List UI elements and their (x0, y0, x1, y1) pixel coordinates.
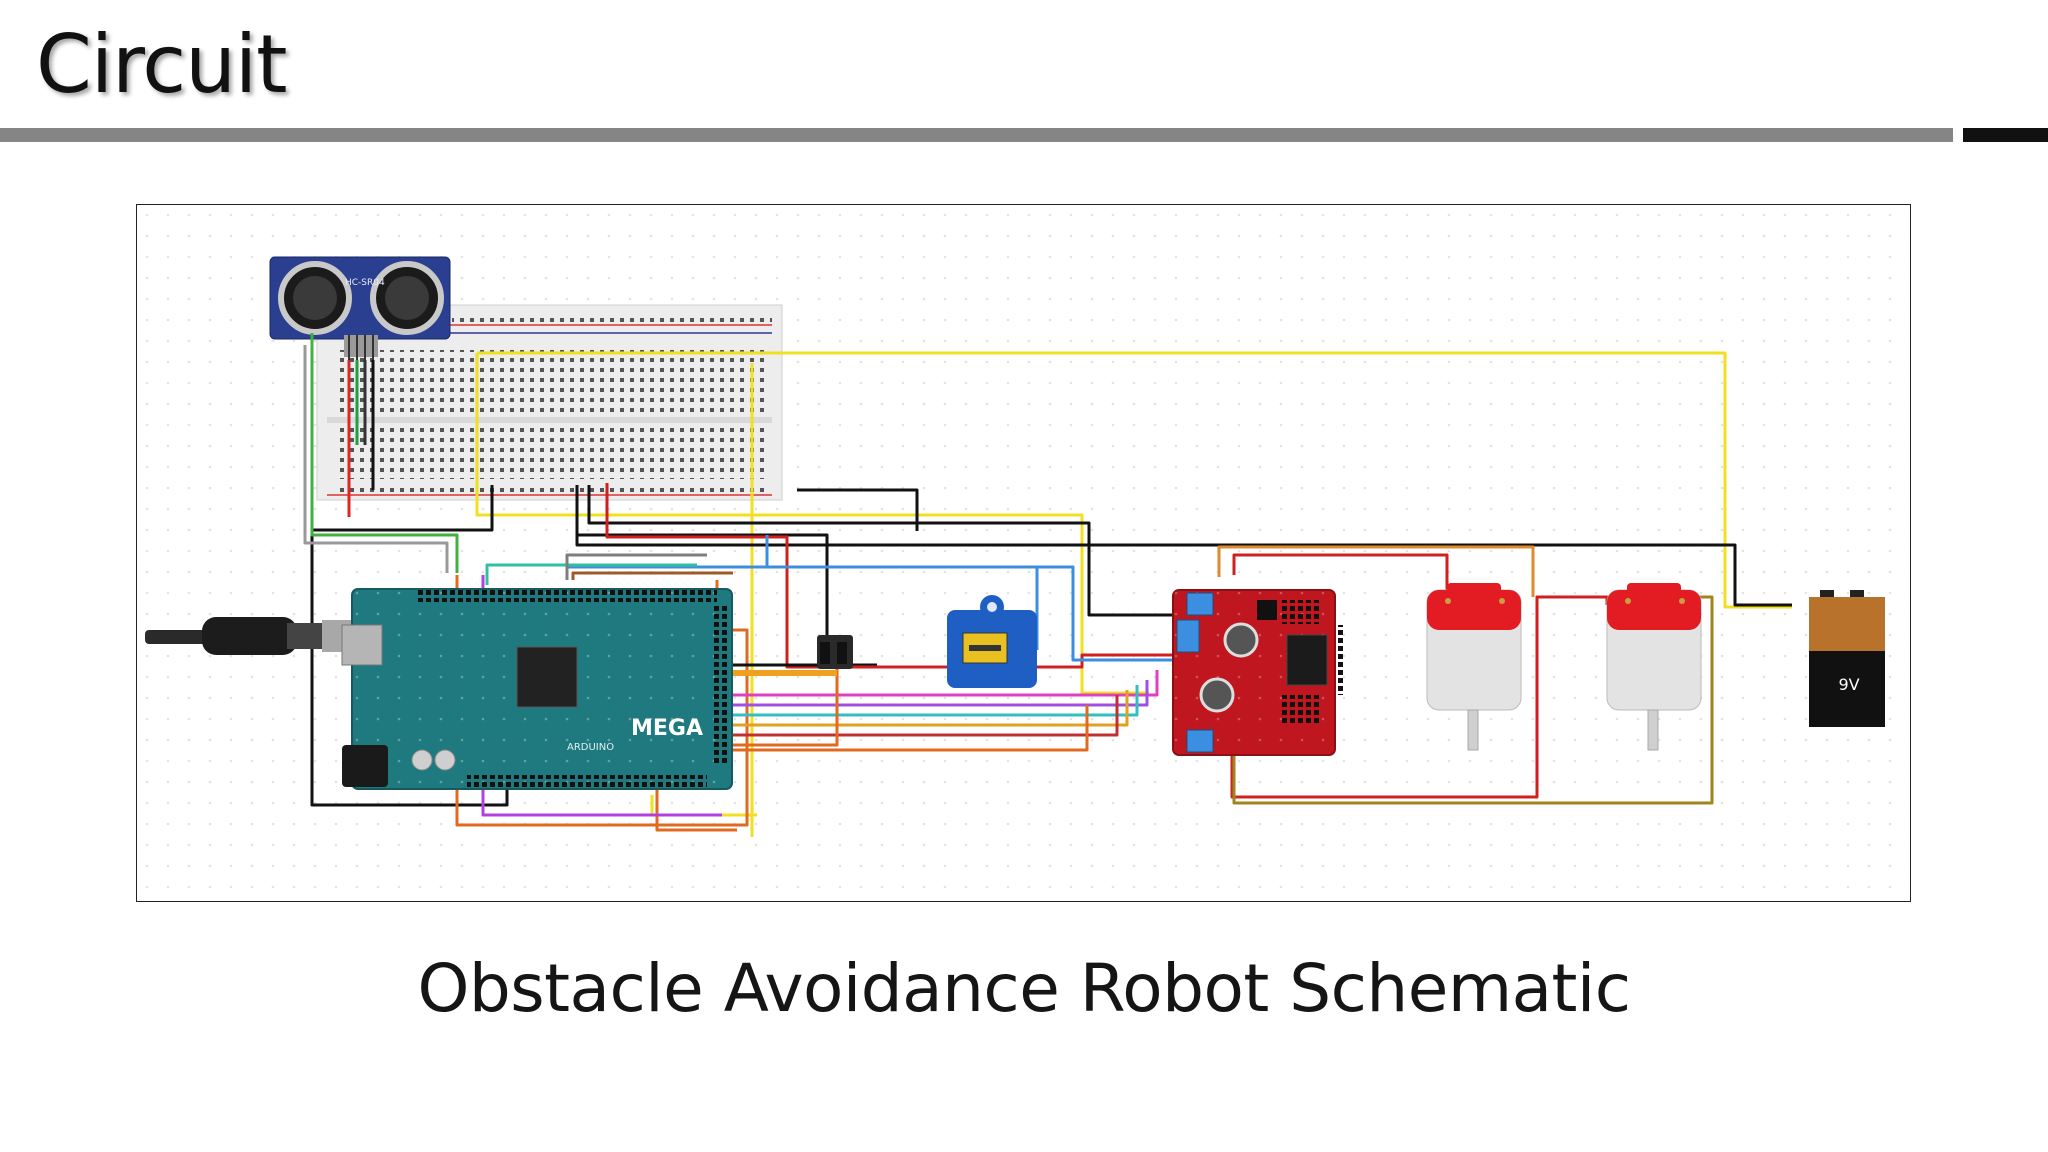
wiring (303, 333, 1792, 837)
figure-caption: Obstacle Avoidance Robot Schematic (417, 950, 1631, 1027)
schematic-frame: HC-SR04 (136, 204, 1911, 902)
title-rule-accent (1963, 128, 2048, 142)
sensor-label: HC-SR04 (345, 278, 385, 288)
battery-label: 9V (1838, 675, 1859, 694)
dc-motor-right (1606, 583, 1702, 751)
arduino-mega: MEGA ARDUINO (341, 588, 733, 790)
dc-motor-left (1426, 583, 1522, 751)
ultrasonic-sensor: HC-SR04 (269, 256, 451, 360)
arduino-logo-text: MEGA (631, 716, 703, 741)
servo-motor (817, 595, 1037, 688)
battery-9v: 9V (1809, 590, 1885, 727)
circuit-schematic: HC-SR04 (137, 205, 1910, 901)
title-rule (0, 128, 1953, 142)
motor-driver (1172, 589, 1345, 756)
slide-title: Circuit (36, 18, 287, 111)
arduino-brand-text: ARDUINO (567, 742, 614, 753)
